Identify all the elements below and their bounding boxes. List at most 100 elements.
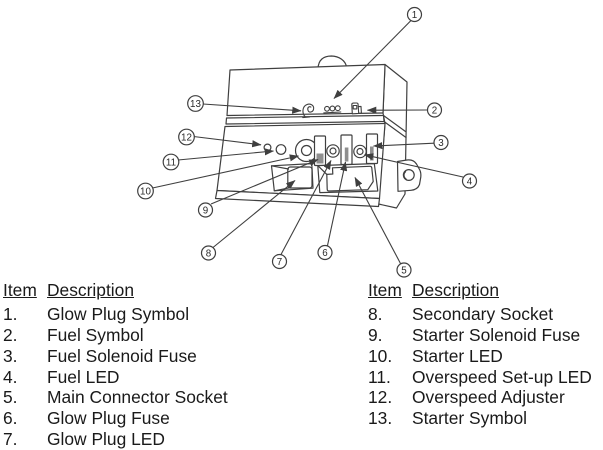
svg-text:7: 7 — [277, 257, 282, 268]
item-label: Starter Solenoid Fuse — [412, 324, 581, 345]
item-number: 13. — [368, 408, 393, 429]
legend-row: 1. Glow Plug Symbol — [3, 304, 228, 325]
svg-text:6: 6 — [322, 248, 328, 259]
svg-text:9: 9 — [203, 205, 208, 216]
leader-line-5 — [354, 177, 401, 264]
description-header: Description — [412, 280, 499, 300]
item-number: 4. — [3, 366, 18, 387]
item-number: 2. — [3, 324, 18, 345]
legend-row: 5. Main Connector Socket — [3, 387, 228, 408]
secondary-socket — [270, 163, 314, 192]
glow-plug-led — [326, 144, 340, 158]
top-panel — [226, 63, 386, 117]
svg-text:8: 8 — [206, 248, 212, 259]
svg-text:1: 1 — [412, 10, 417, 21]
legend-row: 9. Starter Solenoid Fuse — [368, 325, 592, 346]
item-label: Fuel Solenoid Fuse — [47, 345, 197, 366]
device-diagram: 1 2 3 4 5 6 7 — [137, 6, 478, 278]
svg-text:12: 12 — [181, 132, 192, 143]
legend-row: 3. Fuel Solenoid Fuse — [3, 346, 228, 367]
fuel-symbol — [351, 102, 362, 115]
item-number: 9. — [368, 324, 383, 345]
leader-line-4 — [363, 153, 464, 178]
callout-11: 11 — [162, 153, 180, 171]
callout-6: 6 — [317, 244, 333, 261]
legend-row: 4. Fuel LED — [3, 367, 228, 388]
item-label: Overspeed Set-up LED — [412, 366, 592, 387]
legend-right-column: Item Description 8. Secondary Socket 9. Sta… — [368, 280, 592, 429]
item-number: 6. — [3, 408, 18, 429]
leader-line-13 — [202, 103, 302, 114]
item-header: Item — [3, 280, 37, 300]
item-label: Fuel LED — [47, 366, 120, 387]
fuel-solenoid-fuse — [365, 133, 379, 165]
item-label: Glow Plug Fuse — [47, 408, 170, 429]
legend-right-header: Item Description — [368, 280, 592, 301]
item-label: Overspeed Adjuster — [412, 387, 565, 408]
callout-4: 4 — [461, 173, 478, 189]
item-number: 3. — [3, 345, 18, 366]
starter-solenoid-fuse — [313, 135, 327, 167]
svg-text:10: 10 — [140, 186, 151, 197]
item-number: 7. — [3, 429, 18, 450]
item-label: Glow Plug LED — [47, 429, 165, 450]
callout-2: 2 — [426, 102, 443, 118]
item-label: Starter LED — [412, 345, 503, 366]
item-number: 8. — [368, 303, 383, 324]
legend-row: 6. Glow Plug Fuse — [3, 408, 228, 429]
item-number: 11. — [368, 366, 391, 387]
description-header: Description — [47, 280, 134, 300]
callout-7: 7 — [271, 253, 288, 270]
glow-plug-fuse — [340, 134, 353, 166]
callout-9: 9 — [197, 202, 214, 218]
top-lip — [225, 114, 385, 125]
svg-text:2: 2 — [432, 105, 437, 116]
overspeed-adjuster — [263, 143, 272, 152]
fuel-led — [353, 144, 367, 159]
legend-row: 2. Fuel Symbol — [3, 325, 228, 346]
item-number: 10. — [368, 345, 393, 366]
callout-5: 5 — [396, 262, 412, 278]
leader-line-10 — [152, 154, 300, 189]
svg-text:3: 3 — [438, 138, 444, 149]
callout-8: 8 — [200, 245, 217, 261]
item-number: 12. — [368, 387, 393, 408]
leader-line-12 — [193, 135, 262, 148]
bottom-lip — [214, 189, 381, 208]
item-label: Glow Plug Symbol — [47, 303, 190, 324]
legend-left-header: Item Description — [3, 280, 228, 301]
svg-text:5: 5 — [401, 265, 407, 276]
item-label: Starter Symbol — [412, 408, 528, 429]
legend-left-column: Item Description 1. Glow Plug Symbol 2. Fue… — [3, 280, 228, 450]
top-bump — [317, 55, 348, 70]
callout-12: 12 — [178, 128, 195, 146]
overspeed-setup-led — [275, 144, 287, 155]
item-header: Item — [368, 280, 402, 300]
glow-plug-symbol — [323, 105, 342, 114]
leader-line-7 — [280, 160, 332, 255]
legend-row: 11. Overspeed Set-up LED — [368, 367, 592, 388]
callout-10: 10 — [137, 182, 154, 200]
callout-3: 3 — [433, 134, 449, 151]
leader-line-8 — [212, 180, 296, 248]
leader-line-1 — [333, 20, 412, 99]
item-label: Main Connector Socket — [47, 387, 228, 408]
leader-line-11 — [177, 148, 275, 161]
legend-row: 10. Starter LED — [368, 346, 592, 367]
item-number: 5. — [3, 387, 18, 408]
svg-text:11: 11 — [166, 157, 176, 168]
item-number: 1. — [3, 303, 18, 324]
starter-led — [294, 138, 319, 163]
leader-line-9 — [210, 158, 319, 205]
legend-row: 7. Glow Plug LED — [3, 429, 228, 450]
item-label: Fuel Symbol — [47, 324, 144, 345]
starter-symbol — [302, 103, 315, 119]
mounting-tab — [396, 159, 422, 192]
item-label: Secondary Socket — [412, 303, 554, 324]
legend-row: 13. Starter Symbol — [368, 408, 592, 429]
svg-text:4: 4 — [467, 176, 473, 187]
legend-row: 8. Secondary Socket — [368, 304, 592, 325]
leader-line-3 — [372, 142, 435, 150]
svg-text:13: 13 — [190, 99, 201, 110]
